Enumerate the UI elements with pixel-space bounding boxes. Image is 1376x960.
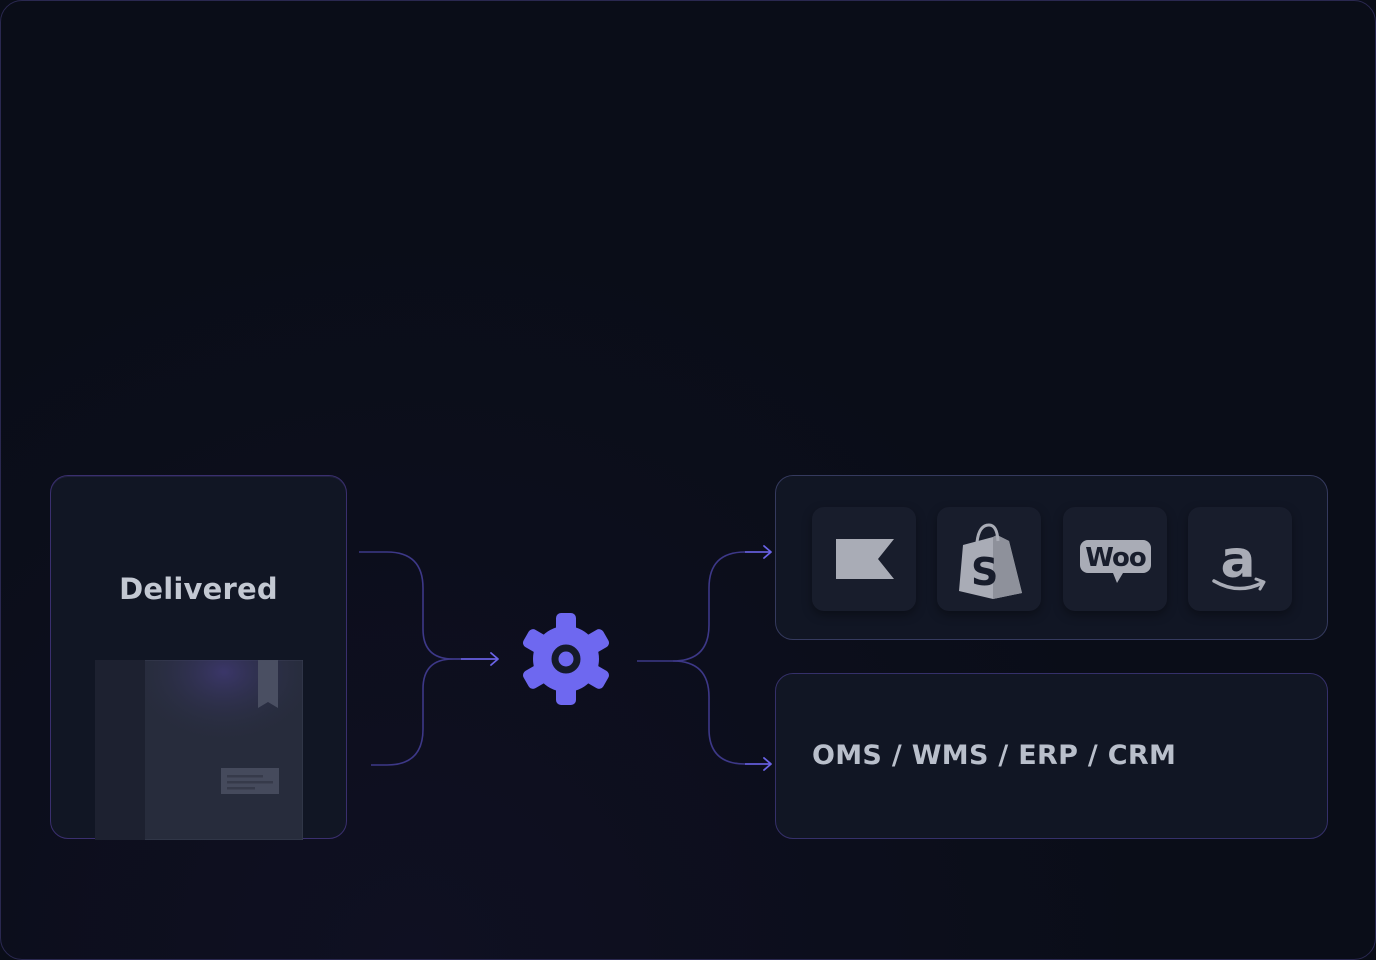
gear-icon <box>522 613 610 705</box>
shopify-bag-icon: S <box>959 523 1022 599</box>
connector-upper-left <box>359 551 497 660</box>
svg-text:S: S <box>971 550 998 594</box>
platforms-card: S Woo a <box>775 475 1328 640</box>
platform-tile-shopify: S <box>937 507 1041 611</box>
connector-lower-left <box>371 658 497 766</box>
package-icon <box>95 660 303 840</box>
connector-lower-right <box>672 660 769 765</box>
platform-tile-woocommerce: Woo <box>1063 507 1167 611</box>
klaviyo-flag-icon <box>836 539 894 579</box>
systems-label: OMS / WMS / ERP / CRM <box>812 740 1177 771</box>
connector-upper-right <box>637 551 769 662</box>
svg-text:a: a <box>1220 530 1255 590</box>
amazon-logo-icon: a <box>1212 530 1266 591</box>
platform-tile-amazon: a <box>1188 507 1292 611</box>
delivered-card: Delivered <box>50 475 347 840</box>
platform-tile-klaviyo <box>812 507 916 611</box>
systems-card: OMS / WMS / ERP / CRM <box>775 673 1328 839</box>
svg-text:Woo: Woo <box>1085 543 1146 573</box>
delivered-label: Delivered <box>119 572 278 606</box>
woo-logo-icon: Woo <box>1080 540 1151 583</box>
